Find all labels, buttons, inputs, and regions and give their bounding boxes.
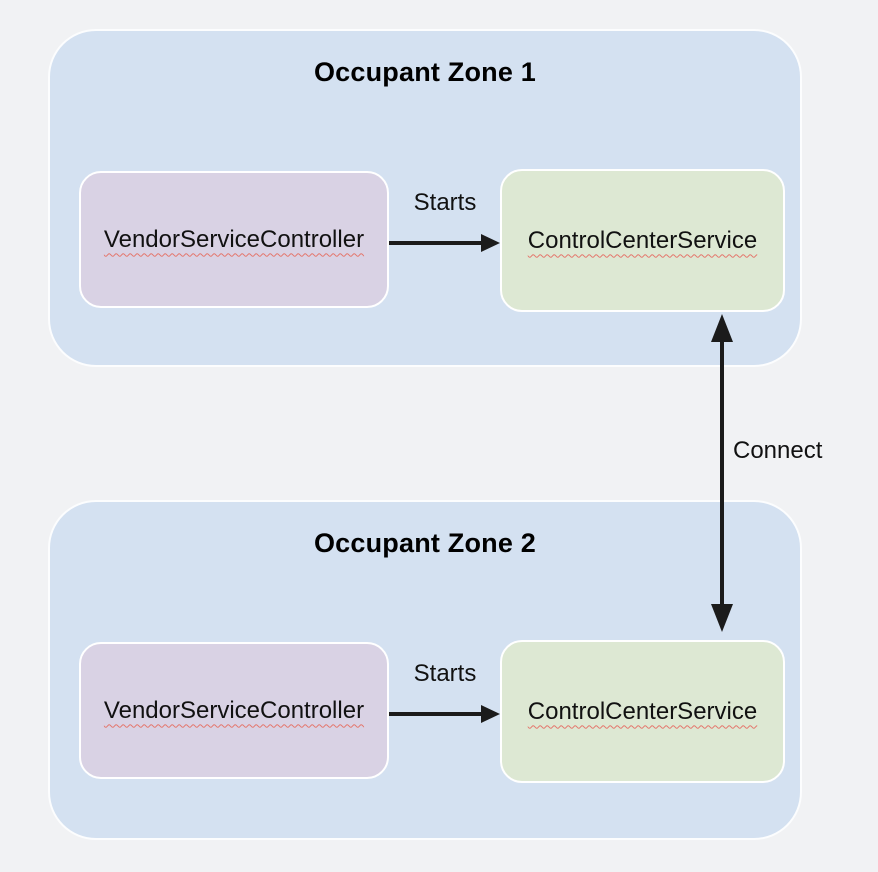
arrowhead-right-icon (481, 705, 500, 723)
arrowhead-right-icon (481, 234, 500, 252)
connect-arrow-label: Connect (733, 437, 823, 464)
starts-arrow-line (389, 241, 482, 245)
vendor-service-controller-box: VendorServiceController (79, 642, 389, 779)
control-center-service-box: ControlCenterService (500, 169, 785, 312)
control-center-service-box: ControlCenterService (500, 640, 785, 783)
zone-title: Occupant Zone 2 (313, 528, 537, 558)
arrowhead-up-icon (711, 314, 733, 342)
starts-arrow-label: Starts (413, 189, 477, 216)
arrowhead-down-icon (711, 604, 733, 632)
connect-arrow-line (720, 332, 724, 608)
control-center-service-label: ControlCenterService (527, 697, 758, 725)
vendor-service-controller-label: VendorServiceController (103, 225, 365, 253)
zone-title: Occupant Zone 1 (313, 57, 537, 87)
starts-arrow-label: Starts (413, 660, 477, 687)
vendor-service-controller-label: VendorServiceController (103, 696, 365, 724)
occupant-zone-2: Occupant Zone 2 VendorServiceController … (48, 500, 802, 840)
control-center-service-label: ControlCenterService (527, 226, 758, 254)
vendor-service-controller-box: VendorServiceController (79, 171, 389, 308)
starts-arrow-line (389, 712, 482, 716)
occupant-zone-1: Occupant Zone 1 VendorServiceController … (48, 29, 802, 367)
